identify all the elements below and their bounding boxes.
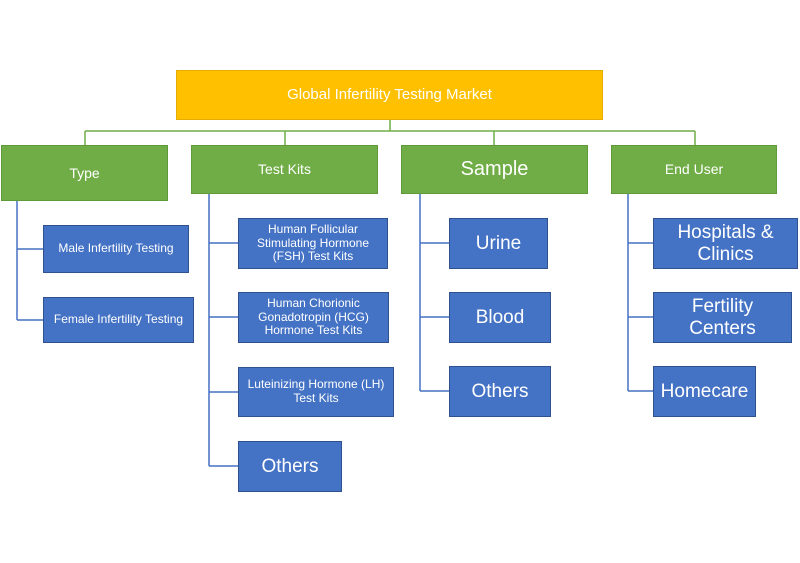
node-fertility-centers: Fertility Centers: [653, 292, 792, 343]
node-blood: Blood: [449, 292, 551, 343]
node-homecare: Homecare: [653, 366, 756, 417]
node-test-kits-others: Others: [238, 441, 342, 492]
category-type: Type: [1, 145, 168, 201]
category-test-kits: Test Kits: [191, 145, 378, 194]
node-male-infertility-testing: Male Infertility Testing: [43, 225, 189, 273]
node-hospitals-clinics: Hospitals & Clinics: [653, 218, 798, 269]
category-end-user: End User: [611, 145, 777, 194]
node-lh-test-kits: Luteinizing Hormone (LH) Test Kits: [238, 367, 394, 417]
node-urine: Urine: [449, 218, 548, 269]
node-hcg-test-kits: Human Chorionic Gonadotropin (HCG) Hormo…: [238, 292, 389, 343]
node-female-infertility-testing: Female Infertility Testing: [43, 297, 194, 343]
node-sample-others: Others: [449, 366, 551, 417]
root-node: Global Infertility Testing Market: [176, 70, 603, 120]
category-sample: Sample: [401, 145, 588, 194]
node-fsh-test-kits: Human Follicular Stimulating Hormone (FS…: [238, 218, 388, 269]
